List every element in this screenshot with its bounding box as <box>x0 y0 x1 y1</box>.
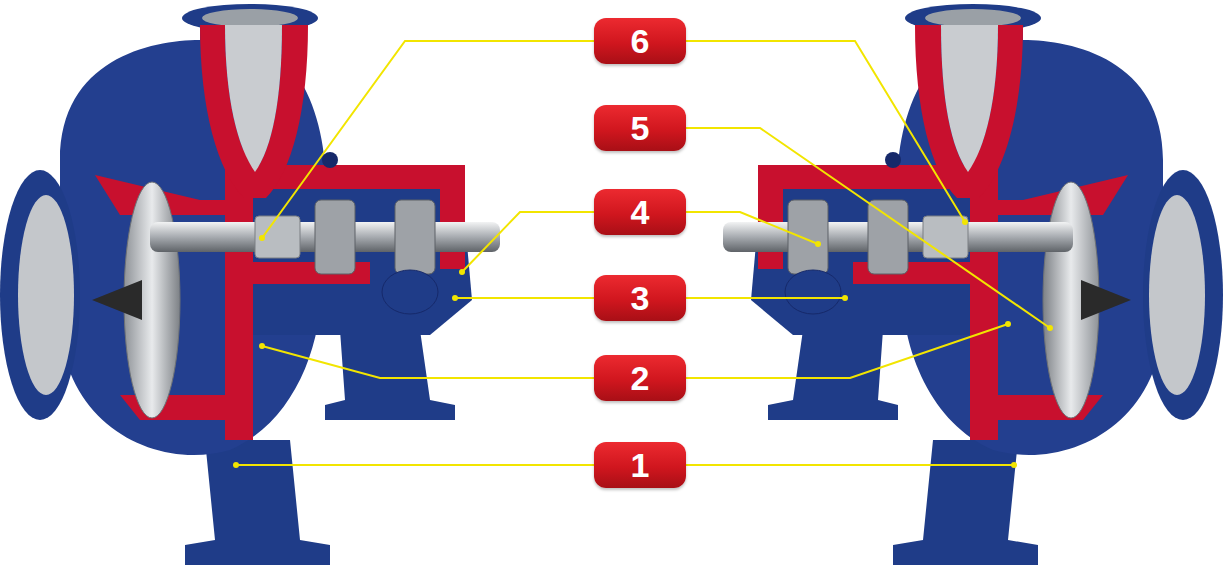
left-pump <box>0 4 500 565</box>
leader-line <box>455 297 594 299</box>
leader-line <box>236 464 594 466</box>
leader-line <box>686 212 818 244</box>
leader-line <box>686 324 1008 378</box>
callout-badge: 3 <box>594 275 686 321</box>
leader-dot <box>233 462 239 468</box>
callout-number: 4 <box>631 195 650 229</box>
leader-dot <box>259 235 265 241</box>
leader-dot <box>815 241 821 247</box>
callout-number: 6 <box>631 24 650 58</box>
leader-line <box>686 128 1050 328</box>
leader-dot <box>459 269 465 275</box>
callout-number: 2 <box>631 361 650 395</box>
callout-badge: 4 <box>594 189 686 235</box>
callout-number: 3 <box>631 281 650 315</box>
leader-dot <box>1047 325 1053 331</box>
right-pump <box>723 4 1223 565</box>
leader-dot <box>1005 321 1011 327</box>
leader-line <box>686 41 965 222</box>
leader-line <box>262 41 594 238</box>
callout-number: 1 <box>631 448 650 482</box>
leader-line <box>262 346 594 378</box>
callout-badge: 2 <box>594 355 686 401</box>
leader-dot <box>259 343 265 349</box>
leader-dot <box>452 295 458 301</box>
leader-dot <box>1011 462 1017 468</box>
callout-badge: 1 <box>594 442 686 488</box>
callout-badge: 5 <box>594 105 686 151</box>
leader-line <box>686 297 845 299</box>
leader-line <box>686 464 1014 466</box>
callout-badge: 6 <box>594 18 686 64</box>
leader-line <box>462 212 594 272</box>
callout-number: 5 <box>631 111 650 145</box>
leader-dot <box>842 295 848 301</box>
leader-dot <box>962 219 968 225</box>
